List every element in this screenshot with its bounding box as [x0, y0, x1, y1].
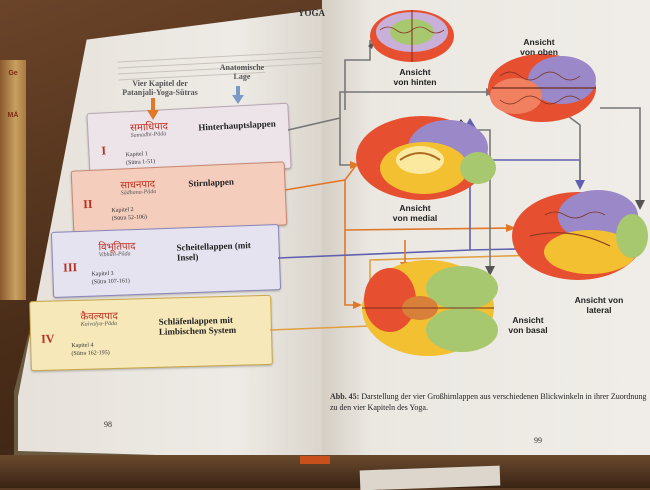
column-head-kapitel: Vier Kapitel der Patanjali-Yoga-Sūtras — [122, 79, 198, 97]
figure-caption: Abb. 45: Darstellung der vier Großhirnla… — [330, 392, 648, 414]
brain-view-basal — [362, 260, 498, 356]
page-number-left: 98 — [104, 420, 112, 429]
brain-view-back — [370, 10, 454, 62]
view-label-back: Ansicht von hinten — [393, 67, 437, 87]
brain-view-top — [488, 54, 596, 122]
view-label-top: Ansicht von oben — [520, 37, 558, 57]
bookmark-ribbon — [300, 456, 330, 464]
spine-letter: MÄ — [7, 112, 19, 119]
brain-view-medial — [356, 116, 496, 200]
caption-label: Abb. 45: — [330, 392, 360, 401]
column-head-lage: Anatomische Lage — [219, 63, 265, 81]
caption-text: Darstellung der vier Großhirnlappen aus … — [330, 392, 647, 412]
view-label-lateral: Ansicht von lateral — [574, 295, 624, 315]
brain-view-lateral — [512, 190, 648, 280]
view-label-medial: Ansicht von medial — [392, 203, 438, 223]
lage-arrowhead — [232, 95, 244, 104]
spine-letter: Ge — [8, 70, 18, 77]
page-number-right: 99 — [534, 436, 542, 445]
view-label-basal: Ansicht von basal — [508, 315, 548, 335]
running-head: YOGA — [298, 8, 325, 18]
kapitel-arrowhead — [147, 110, 159, 120]
adjacent-book-spine: Ge MÄ — [0, 60, 26, 300]
